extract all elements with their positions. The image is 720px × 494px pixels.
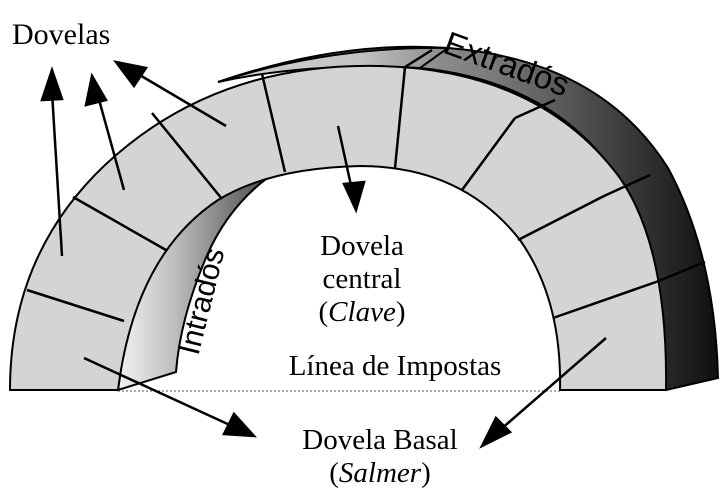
springer-open-paren: (: [329, 457, 339, 489]
pointer-arrows: [40, 60, 607, 449]
springer-label: Dovela Basal (Salmer): [270, 424, 490, 490]
keystone-label-line1: Dovela: [320, 230, 404, 262]
extrados-top-band: [217, 46, 452, 83]
keystone-label-line3: (Clave): [290, 296, 434, 329]
springer-label-line2: (Salmer): [270, 457, 490, 490]
springer-close-paren: ): [421, 457, 431, 489]
dovelas-label: Dovelas: [12, 18, 111, 51]
keystone-label: Dovela central (Clave): [290, 230, 434, 329]
keystone-close-paren: ): [395, 296, 406, 328]
arch-face: [8, 64, 668, 391]
voussoir-joints: [26, 48, 706, 323]
keystone-open-paren: (: [318, 296, 329, 328]
keystone-label-line2: central: [322, 263, 402, 295]
impost-line-label: Línea de Impostas: [288, 350, 502, 382]
springer-term: Salmer: [338, 457, 422, 489]
keystone-term: Clave: [328, 296, 396, 328]
springer-label-line1: Dovela Basal: [302, 424, 458, 456]
